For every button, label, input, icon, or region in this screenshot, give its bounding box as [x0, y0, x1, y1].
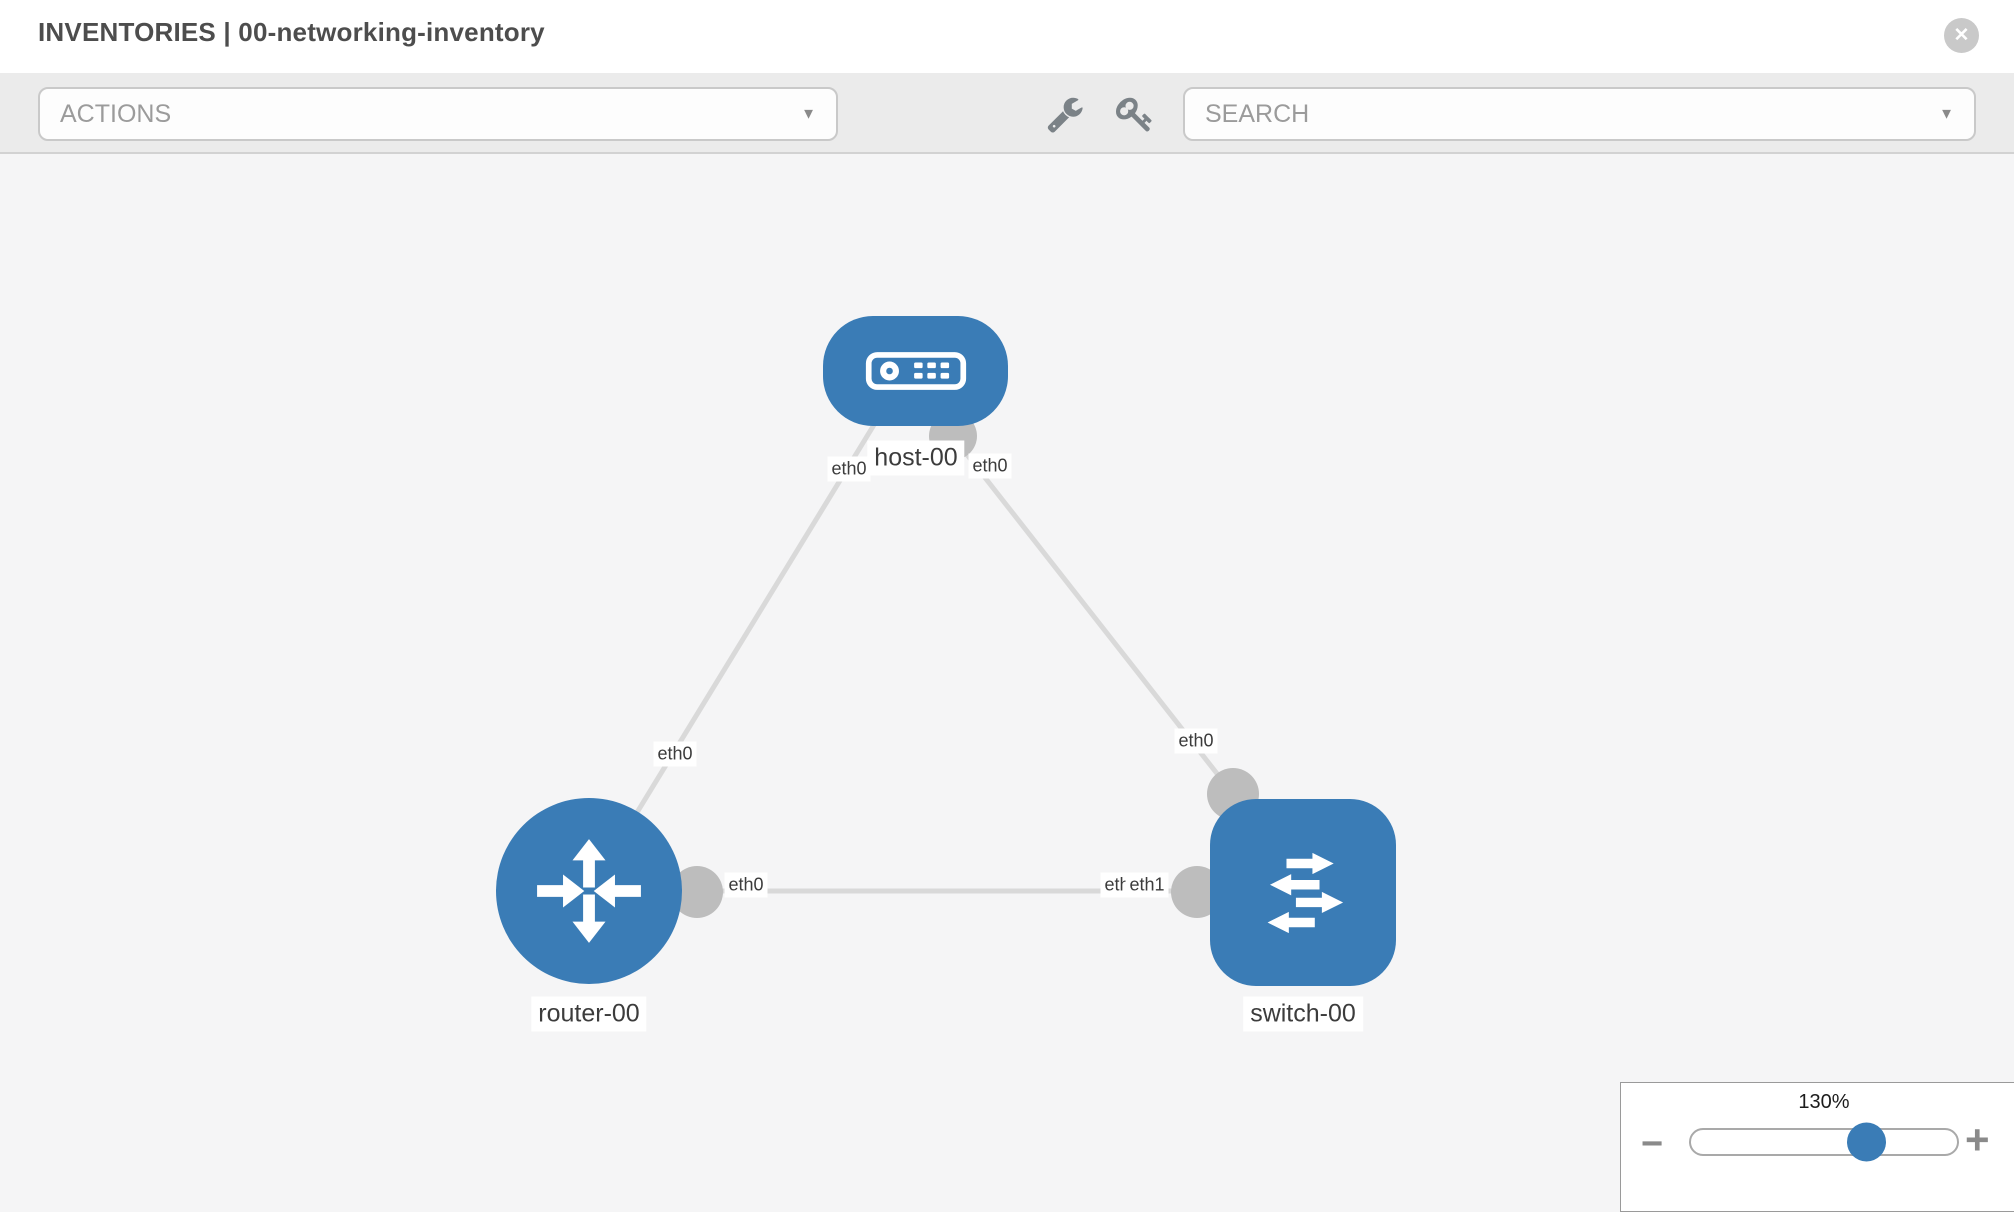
iface-label-host-eth0-right: eth0 [968, 453, 1012, 479]
node-host-00[interactable] [823, 316, 1008, 426]
search-dropdown[interactable]: SEARCH ▼ [1183, 87, 1976, 141]
topology-canvas[interactable]: eth0 eth0 eth0 eth0 eth0 eth0 eth1 host-… [0, 155, 2014, 1200]
actions-dropdown-label: ACTIONS [60, 99, 172, 128]
window-header: INVENTORIES | 00-networking-inventory ✕ [0, 0, 2014, 73]
node-label-router-00: router-00 [531, 996, 647, 1032]
port-router-eth0[interactable] [671, 866, 723, 918]
actions-dropdown[interactable]: ACTIONS ▼ [38, 87, 838, 141]
iface-label-switch-eth1: eth1 [1125, 872, 1169, 898]
toolbar: ACTIONS ▼ SEARCH ▼ [0, 73, 2014, 154]
page-title: INVENTORIES | 00-networking-inventory [38, 17, 545, 47]
iface-label-switch-eth0-top: eth0 [1174, 728, 1218, 754]
zoom-panel: 130% − + [1620, 1082, 2014, 1212]
node-router-00[interactable] [496, 798, 682, 984]
host-icon [865, 352, 966, 390]
search-dropdown-label: SEARCH [1205, 99, 1310, 128]
node-label-switch-00: switch-00 [1243, 996, 1363, 1032]
switch-icon [1267, 852, 1344, 933]
iface-label-host-eth0-left: eth0 [827, 456, 871, 482]
close-icon: ✕ [1953, 25, 1970, 46]
close-button[interactable]: ✕ [1944, 18, 1979, 53]
node-switch-00[interactable] [1210, 799, 1396, 986]
wrench-icon[interactable] [1046, 95, 1084, 138]
chevron-down-icon: ▼ [1939, 105, 1954, 123]
zoom-in-button[interactable]: + [1965, 1116, 1990, 1163]
key-icon[interactable] [1116, 95, 1154, 138]
iface-label-router-eth0-right: eth0 [724, 872, 768, 898]
node-label-host-00: host-00 [867, 440, 965, 476]
zoom-out-button[interactable]: − [1641, 1123, 1664, 1165]
zoom-slider-knob[interactable] [1847, 1122, 1886, 1162]
topology-links [586, 412, 1300, 918]
chevron-down-icon: ▼ [801, 105, 816, 123]
router-icon [537, 839, 641, 943]
iface-label-router-eth0-up: eth0 [653, 741, 697, 767]
zoom-level: 130% [1798, 1091, 1850, 1113]
zoom-slider[interactable] [1689, 1122, 1959, 1162]
